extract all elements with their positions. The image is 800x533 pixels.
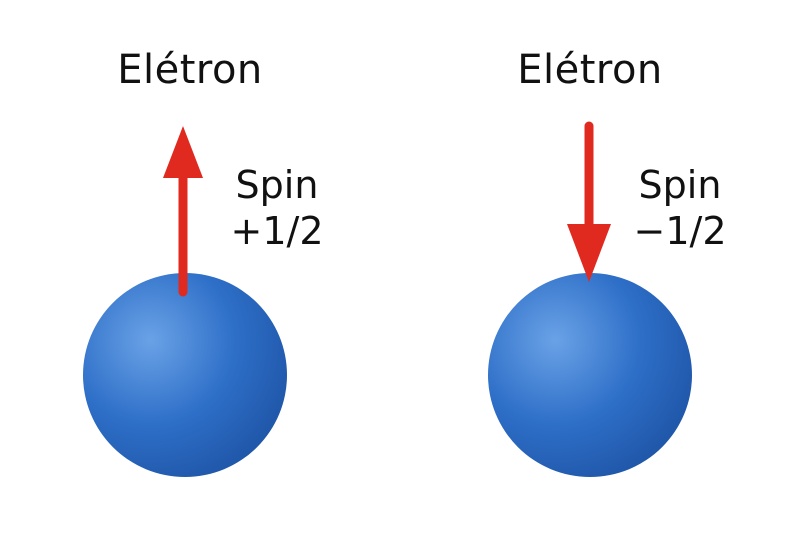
- electron-title-right: Elétron: [517, 47, 663, 93]
- spin-label-left: Spin +1/2: [222, 162, 332, 254]
- electron-title-left: Elétron: [117, 47, 263, 93]
- spin-word-left: Spin: [235, 163, 319, 207]
- spin-value-left: +1/2: [230, 209, 324, 253]
- spin-up-arrow: [163, 126, 203, 297]
- spin-word-right: Spin: [638, 163, 722, 207]
- spin-down-arrow: [567, 121, 611, 282]
- spin-value-right: −1/2: [633, 209, 727, 253]
- electron-sphere-right: [488, 273, 692, 477]
- spin-label-right: Spin −1/2: [625, 162, 735, 254]
- electron-sphere-left: [83, 273, 287, 477]
